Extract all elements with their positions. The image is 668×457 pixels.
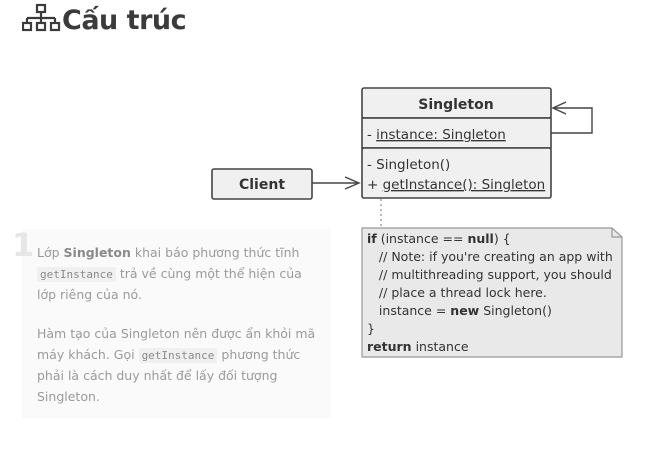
step-number: 1 xyxy=(12,226,35,264)
note-box xyxy=(361,227,623,358)
singleton-name: Singleton xyxy=(418,97,493,113)
method-visibility: + xyxy=(367,177,383,193)
p1-text-c: trả về cùng một thể hiện của lớp riêng c… xyxy=(37,265,302,303)
svg-text:+ getInstance(): Singleton: + getInstance(): Singleton xyxy=(367,177,545,193)
self-association-head xyxy=(551,101,567,115)
kw-return: return xyxy=(367,339,412,354)
p1-bold: Singleton xyxy=(63,245,131,260)
singleton-constructor: - Singleton() xyxy=(367,157,450,173)
page-title: Cấu trúc xyxy=(62,4,187,36)
code-note: if (instance == null) { // Note: if you'… xyxy=(362,228,620,356)
field-visibility: - xyxy=(367,127,376,143)
code-comment-3: // place a thread lock here. xyxy=(367,285,547,300)
p2-text-b: phương thức phải là cách duy nhất để lấy… xyxy=(37,346,301,404)
kw-new: new xyxy=(450,303,480,318)
description-paragraph-1: Lớp Singleton khai báo phương thức tĩnh … xyxy=(37,243,322,306)
code-close: } xyxy=(367,321,375,336)
code-comment-1: // Note: if you're creating an app with xyxy=(367,249,613,264)
client-arrow-head xyxy=(344,176,361,190)
note-fold xyxy=(611,228,622,238)
description-paragraph-2: Hàm tạo của Singleton nên được ẩn khỏi m… xyxy=(37,324,322,407)
singleton-field: instance: Singleton xyxy=(376,127,506,143)
singleton-method: getInstance(): Singleton xyxy=(383,177,546,193)
header: Cấu trúc xyxy=(22,2,187,38)
code-comment-2: // multithreading support, you should xyxy=(367,267,612,282)
p1-text-b: khai báo phương thức tĩnh xyxy=(130,245,300,260)
p2-text-a: Hàm tạo của Singleton nên được ẩn khỏi m… xyxy=(37,326,316,362)
client-label: Client xyxy=(239,177,285,193)
code-assign-a: instance = xyxy=(367,303,451,318)
client-box xyxy=(211,168,313,200)
description-panel xyxy=(22,229,331,418)
self-association-line xyxy=(551,107,593,134)
p2-code: getInstance xyxy=(138,347,218,363)
code-cond-a: (instance == xyxy=(376,231,468,246)
p1-text-a: Lớp xyxy=(37,245,64,260)
structure-icon xyxy=(22,3,61,32)
svg-text:- instance: Singleton: - instance: Singleton xyxy=(367,127,506,143)
kw-if: if xyxy=(367,231,377,246)
singleton-class: Singleton - instance: Singleton - Single… xyxy=(361,87,552,199)
code-assign-b: Singleton() xyxy=(479,303,552,318)
code-cond-b: ) { xyxy=(493,231,511,246)
p1-code: getInstance xyxy=(37,266,116,282)
code-return-value: instance xyxy=(411,339,469,354)
kw-null: null xyxy=(467,231,494,246)
